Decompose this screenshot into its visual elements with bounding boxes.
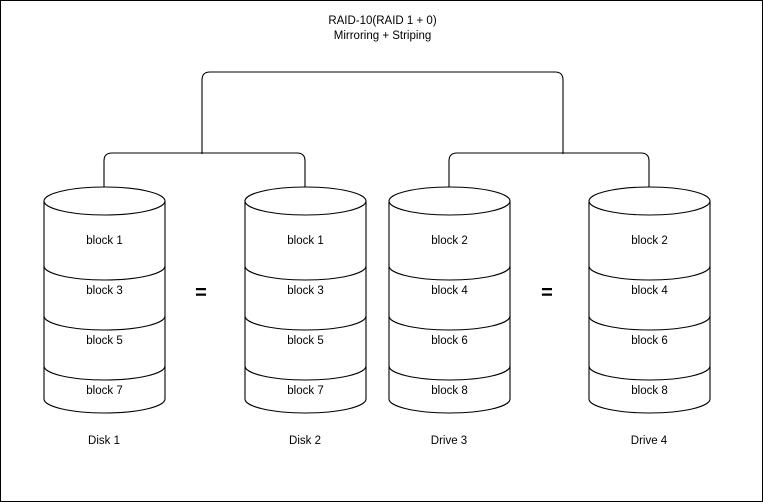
block-label: block 1 bbox=[86, 235, 123, 247]
disk-name-label: Disk 1 bbox=[88, 435, 120, 447]
cylinder-band-divider bbox=[43, 315, 166, 331]
block-label: block 8 bbox=[431, 385, 468, 397]
connector-bracket bbox=[448, 152, 650, 197]
cylinder-band-divider bbox=[43, 265, 166, 281]
cylinder-band-divider bbox=[588, 315, 711, 331]
cylinder-band-divider bbox=[244, 365, 367, 381]
cylinder-band-divider bbox=[388, 315, 511, 331]
diagram-title-line-2: Mirroring + Striping bbox=[333, 30, 432, 42]
block-label: block 4 bbox=[431, 285, 468, 297]
cylinder-band-divider bbox=[43, 365, 166, 381]
cylinder-top-ellipse bbox=[244, 186, 367, 216]
block-label: block 8 bbox=[631, 385, 668, 397]
mirror-equals-sign: = bbox=[195, 282, 207, 304]
block-label: block 1 bbox=[287, 235, 324, 247]
cylinder-top-ellipse bbox=[588, 186, 711, 216]
cylinder-band-divider bbox=[588, 365, 711, 381]
cylinder-body bbox=[588, 200, 711, 414]
cylinder-body bbox=[244, 200, 367, 414]
disk-cylinder bbox=[244, 186, 367, 414]
block-label: block 3 bbox=[86, 285, 123, 297]
cylinder-body bbox=[43, 200, 166, 414]
cylinder-band-divider bbox=[388, 365, 511, 381]
disk-cylinder bbox=[43, 186, 166, 414]
block-label: block 7 bbox=[287, 385, 324, 397]
mirror-equals-sign: = bbox=[541, 282, 553, 304]
cylinder-top-ellipse bbox=[43, 186, 166, 216]
cylinder-body bbox=[388, 200, 511, 414]
block-label: block 4 bbox=[631, 285, 668, 297]
block-label: block 5 bbox=[86, 335, 123, 347]
block-label: block 2 bbox=[631, 235, 668, 247]
block-label: block 6 bbox=[631, 335, 668, 347]
cylinder-band-divider bbox=[244, 315, 367, 331]
block-label: block 3 bbox=[287, 285, 324, 297]
diagram-title-line-1: RAID-10(RAID 1 + 0) bbox=[328, 15, 437, 27]
connector-lines bbox=[103, 71, 651, 197]
disk-cylinder bbox=[388, 186, 511, 414]
block-label: block 6 bbox=[431, 335, 468, 347]
cylinder-band-divider bbox=[244, 265, 367, 281]
cylinder-top-ellipse bbox=[388, 186, 511, 216]
cylinder-band-divider bbox=[588, 265, 711, 281]
disk-cylinder bbox=[588, 186, 711, 414]
connector-bracket bbox=[103, 152, 306, 197]
connector-bracket bbox=[201, 71, 564, 153]
disk-cylinders bbox=[43, 186, 711, 414]
block-label: block 2 bbox=[431, 235, 468, 247]
cylinder-band-divider bbox=[388, 265, 511, 281]
block-label: block 7 bbox=[86, 385, 123, 397]
block-label: block 5 bbox=[287, 335, 324, 347]
disk-name-label: Disk 2 bbox=[289, 435, 321, 447]
disk-name-label: Drive 3 bbox=[430, 435, 468, 447]
disk-name-label: Drive 4 bbox=[630, 435, 668, 447]
